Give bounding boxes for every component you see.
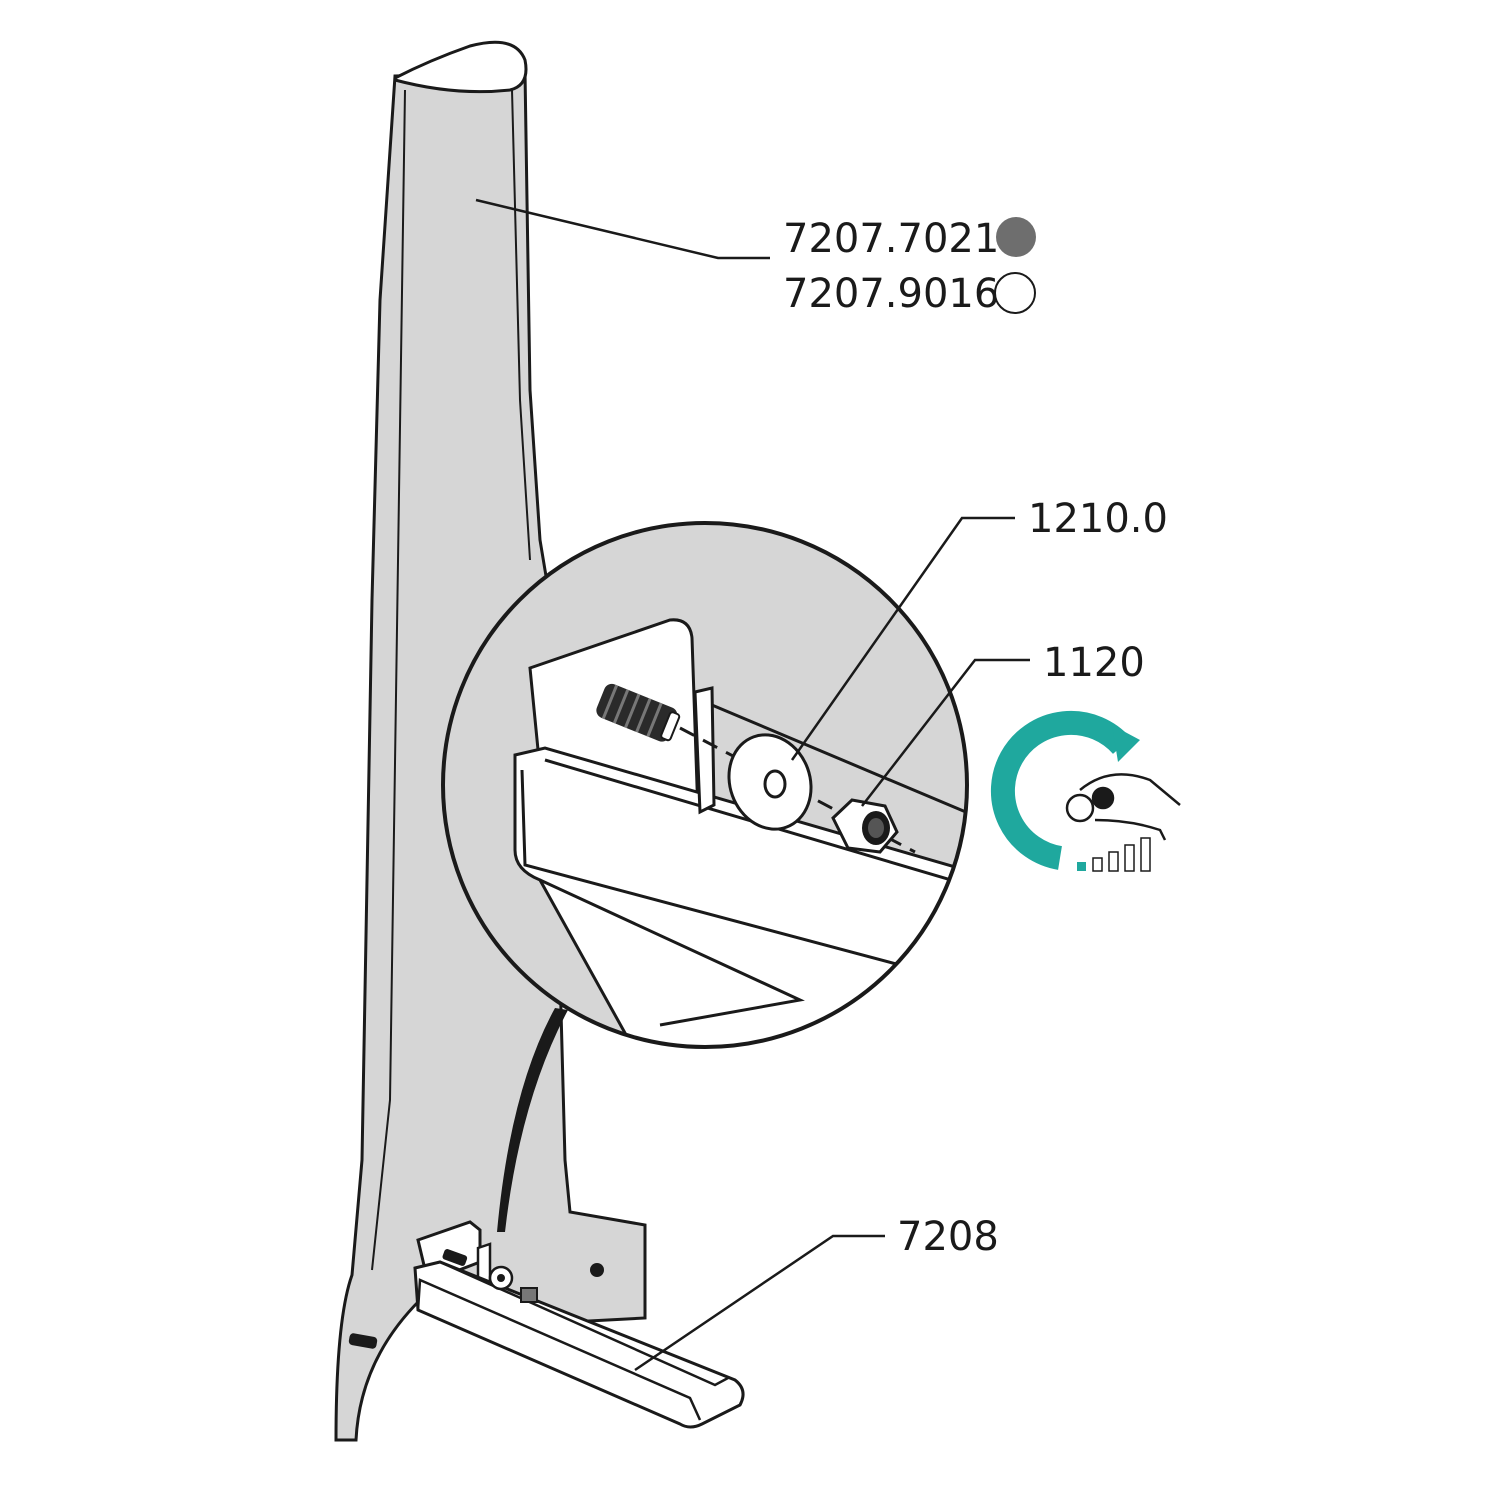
swatch-dark-icon (996, 217, 1036, 257)
label-panel-dark: 7207.7021 (783, 216, 999, 262)
panel-top-cap (393, 40, 528, 94)
leader-nut (861, 658, 1030, 807)
zoom-connector (497, 1008, 568, 1232)
small-washer-hole (497, 1274, 505, 1282)
zoom-bolt (596, 683, 681, 742)
side-screw (348, 1333, 378, 1349)
panel-inner-edge (371, 89, 406, 1271)
zoom-channel-top (699, 698, 967, 820)
label-bracket: 7208 (897, 1214, 999, 1260)
torque-bars-icon (1077, 837, 1151, 872)
small-nut (520, 1287, 538, 1303)
leader-bracket (634, 1234, 885, 1372)
bracket (413, 1220, 745, 1429)
bracket-channel-fold (416, 1278, 702, 1421)
zoom-washer (727, 733, 813, 831)
zoom-nut (831, 798, 899, 854)
small-bolt (442, 1249, 468, 1266)
hand-icon (1065, 773, 1181, 841)
back-bolt (590, 1263, 604, 1277)
label-nut: 1120 (1043, 640, 1145, 686)
leader-washer (790, 516, 1015, 761)
leader-lines (475, 198, 1030, 1372)
zoom-channel-bottom (539, 878, 805, 1027)
panel-right-fold (511, 89, 531, 561)
leader-panel (475, 198, 770, 260)
zoom-tab (693, 686, 716, 815)
label-panel-white: 7207.9016 (783, 271, 999, 317)
swatch-white-icon (994, 272, 1036, 314)
tighten-icon (990, 710, 1181, 872)
zoom-channel-fold (520, 769, 901, 967)
label-washer: 1210.0 (1028, 496, 1168, 542)
